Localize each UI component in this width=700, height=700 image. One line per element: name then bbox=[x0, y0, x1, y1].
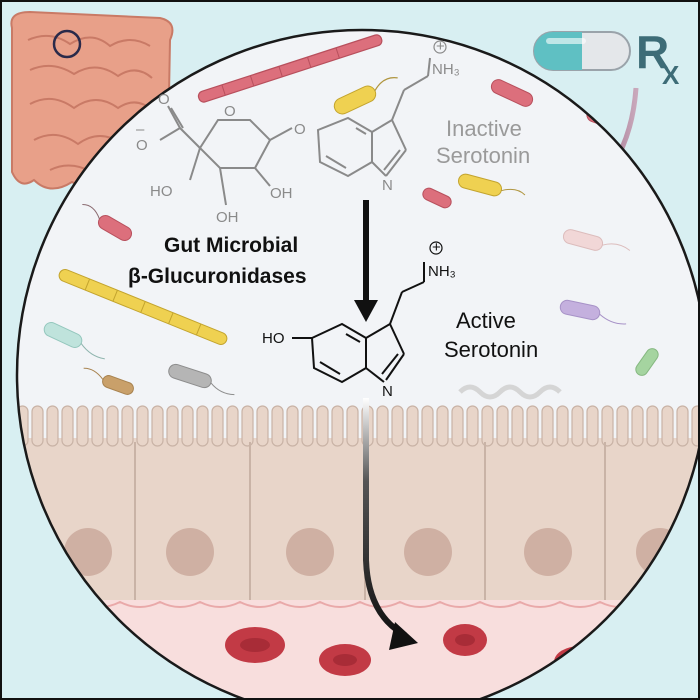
amine-group: NH₃ bbox=[432, 61, 460, 78]
active-serotonin-atoms: HO N NH₃ + bbox=[262, 239, 456, 400]
microvillus bbox=[661, 405, 674, 447]
enzyme-label-line1: Gut Microbial bbox=[164, 234, 298, 257]
microvillus bbox=[271, 405, 284, 447]
microvillus bbox=[226, 405, 239, 447]
indole-nitrogen: N bbox=[382, 383, 393, 400]
microvillus bbox=[586, 405, 599, 447]
plus-charge: + bbox=[432, 239, 441, 256]
microvillus bbox=[76, 405, 89, 447]
minus-charge: – bbox=[136, 121, 145, 138]
microvillus bbox=[616, 405, 629, 447]
circle-border bbox=[15, 28, 700, 700]
microvillus bbox=[331, 405, 344, 447]
active-label-line1: Active bbox=[456, 308, 516, 333]
highlight-ring bbox=[52, 29, 82, 59]
microvillus bbox=[211, 405, 224, 447]
inactive-serotonin-atoms: O O – O O HO OH OH N NH₃ + bbox=[136, 38, 460, 226]
plus-charge-circle bbox=[429, 241, 443, 255]
microvillus bbox=[166, 405, 179, 447]
microvillus bbox=[556, 405, 569, 447]
hydroxyl-group: OH bbox=[270, 185, 293, 202]
cell-nucleus bbox=[166, 528, 214, 576]
microvillus bbox=[466, 405, 479, 447]
atom-ring-o: O bbox=[224, 103, 236, 120]
cell-nucleus bbox=[524, 528, 572, 576]
microvillus bbox=[136, 405, 149, 447]
hydroxyl-group: HO bbox=[150, 183, 173, 200]
enzyme-label-line2: β-Glucuronidases bbox=[128, 265, 307, 288]
microvillus bbox=[526, 405, 539, 447]
microvillus bbox=[511, 405, 524, 447]
microvillus bbox=[391, 405, 404, 447]
microvillus bbox=[181, 405, 194, 447]
microvillus bbox=[676, 405, 689, 447]
microvillus bbox=[571, 405, 584, 447]
microvillus bbox=[121, 405, 134, 447]
reaction-arrowhead bbox=[354, 300, 378, 322]
atom-glycoside-o: O bbox=[294, 121, 306, 138]
microvillus bbox=[301, 405, 314, 447]
microvillus bbox=[61, 405, 74, 447]
microvillus bbox=[646, 405, 659, 447]
plus-charge-circle bbox=[433, 40, 447, 54]
microvillus bbox=[541, 405, 554, 447]
microvillus bbox=[346, 405, 359, 447]
rx-icon: R X bbox=[636, 26, 680, 90]
microvillus bbox=[286, 405, 299, 447]
microvillus bbox=[376, 405, 389, 447]
absorption-arrowhead bbox=[389, 622, 418, 650]
hydroxyl-group: OH bbox=[216, 209, 239, 226]
microvillus bbox=[256, 405, 269, 447]
microvillus bbox=[601, 405, 614, 447]
microvillus bbox=[196, 405, 209, 447]
microvillus bbox=[31, 405, 44, 447]
inactive-label-line2: Serotonin bbox=[436, 143, 530, 168]
microvillus bbox=[631, 405, 644, 447]
atom-o-minus: O bbox=[136, 137, 148, 154]
rx-letter-x: X bbox=[662, 60, 680, 90]
inactive-label-line1: Inactive bbox=[446, 116, 522, 141]
bacteria-icon bbox=[43, 34, 659, 400]
cell-nucleus bbox=[286, 528, 334, 576]
microvillus bbox=[481, 405, 494, 447]
microvillus bbox=[436, 405, 449, 447]
microvillus bbox=[46, 405, 59, 447]
microvillus bbox=[106, 405, 119, 447]
active-label-line2: Serotonin bbox=[444, 337, 538, 362]
hydroxyl-group: HO bbox=[262, 330, 285, 347]
microvillus bbox=[316, 405, 329, 447]
microvillus bbox=[406, 405, 419, 447]
microvillus bbox=[151, 405, 164, 447]
cell-nucleus bbox=[404, 528, 452, 576]
inactive-serotonin-structure bbox=[159, 57, 431, 206]
microvillus bbox=[496, 405, 509, 447]
cell-nucleus bbox=[64, 528, 112, 576]
rx-letter-r: R bbox=[636, 26, 669, 78]
microvillus bbox=[691, 405, 700, 447]
active-serotonin-structure bbox=[292, 262, 425, 384]
plus-charge: + bbox=[436, 38, 445, 55]
microvillus bbox=[241, 405, 254, 447]
microvillus bbox=[91, 405, 104, 447]
indole-nitrogen: N bbox=[382, 177, 393, 194]
pill-icon bbox=[533, 31, 631, 71]
microvillus bbox=[451, 405, 464, 447]
atom-o: O bbox=[158, 91, 170, 108]
amine-group: NH₃ bbox=[428, 263, 456, 280]
microvillus bbox=[421, 405, 434, 447]
